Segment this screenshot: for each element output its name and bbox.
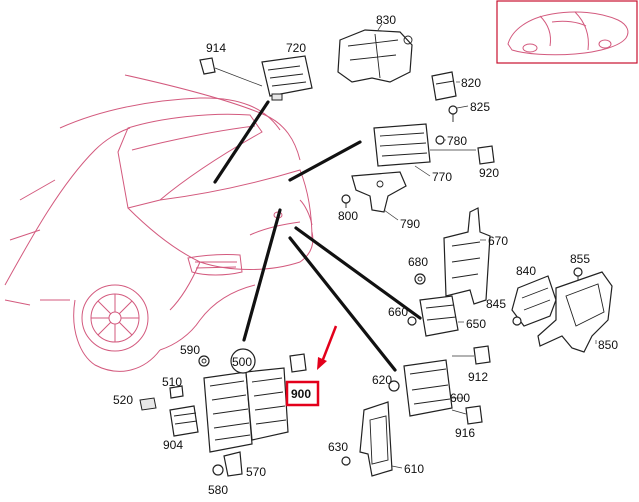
part-914-clip [199,57,263,87]
part-510-relay [169,385,184,399]
label-600: 600 [450,391,470,405]
label-780: 780 [447,134,467,148]
label-770: 770 [432,170,452,184]
inset-car-thumbnail [496,0,638,64]
label-855: 855 [570,252,590,266]
label-914: 914 [206,41,226,55]
part-845-screw [512,316,522,326]
label-720: 720 [286,41,306,55]
label-912: 912 [468,370,488,384]
label-830: 830 [376,13,396,27]
label-620: 620 [372,373,392,387]
part-920-clip [477,145,495,165]
part-850-bracket [537,271,613,353]
part-500-fuse-box [203,348,289,453]
label-610: 610 [404,462,424,476]
label-510: 510 [162,375,182,389]
label-840: 840 [516,264,536,278]
part-680-nut [414,273,426,285]
label-500: 500 [232,355,252,369]
label-630: 630 [328,440,348,454]
label-820: 820 [461,76,481,90]
label-800: 800 [338,209,358,223]
part-630-screw [341,456,351,466]
label-650: 650 [466,317,486,331]
part-590-nut [198,355,210,367]
part-912-clip [473,345,491,365]
part-900-clip [289,353,307,373]
label-916: 916 [455,426,475,440]
part-904-module [169,405,199,437]
label-590: 590 [180,343,200,357]
label-670: 670 [488,234,508,248]
label-845: 845 [486,297,506,311]
label-570: 570 [246,465,266,479]
label-825: 825 [470,100,490,114]
part-570-bracket [223,451,243,477]
part-520-fuse [139,397,157,411]
highlight-arrow [320,325,338,363]
label-680: 680 [408,255,428,269]
part-830-bracket [337,29,413,83]
car-rear-outline [4,74,314,372]
part-620-nut [388,380,400,392]
part-670-bracket [443,207,491,305]
part-600-module [403,359,453,417]
label-580: 580 [208,483,228,497]
highlight-box-900 [285,380,320,407]
part-790-bracket [351,171,407,213]
part-840-module [511,275,557,327]
label-790: 790 [400,217,420,231]
label-904: 904 [163,438,183,452]
label-850: 850 [598,338,618,352]
label-920: 920 [479,166,499,180]
part-780-screw [435,135,445,145]
pointer-arrows [213,100,422,372]
part-720-module [261,55,313,101]
part-825-screw [448,105,458,122]
part-800-screw [341,194,351,208]
highlight-arrowhead [317,357,327,370]
part-650-module [419,295,459,337]
part-820-module [431,71,457,101]
part-580-nut [212,464,224,476]
label-900: 900 [291,387,311,401]
part-610-bracket [359,401,393,477]
label-520: 520 [113,393,133,407]
label-660: 660 [388,305,408,319]
part-770-module [373,123,431,167]
part-916-clip [465,405,483,425]
part-660-nut [407,316,417,326]
